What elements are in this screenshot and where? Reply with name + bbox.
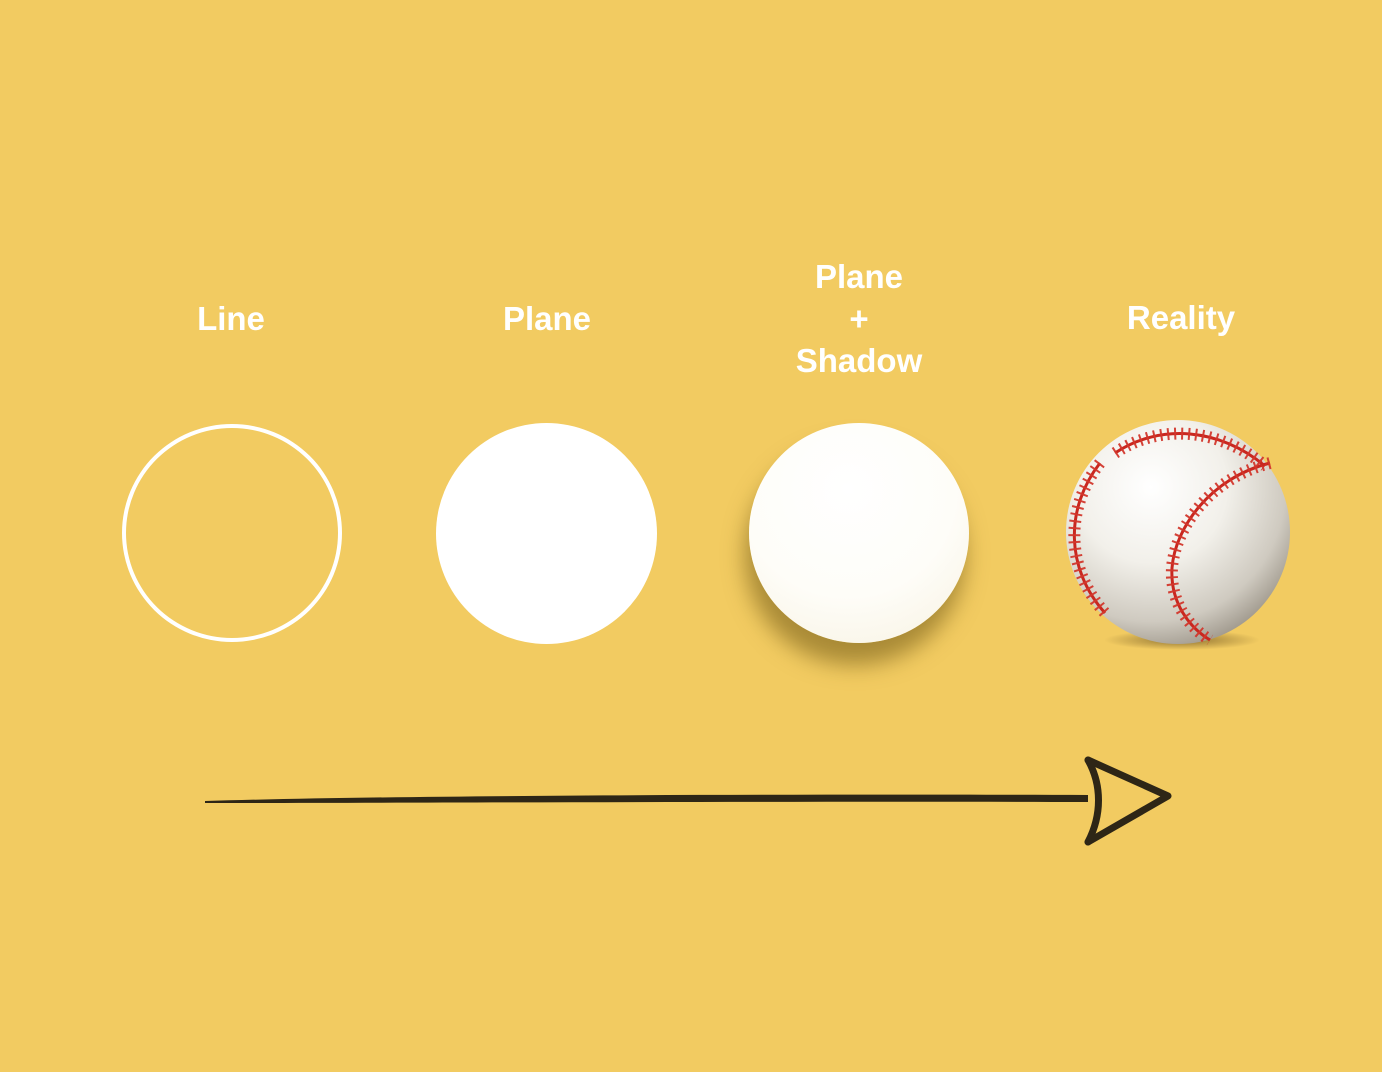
stage-label-plane-shadow-line-3: Shadow [795,342,923,379]
line-circle [122,424,342,642]
baseball-icon [1066,420,1290,650]
stage-label-reality: Reality [1126,299,1236,336]
stage-label-plane-shadow: Plane + Shadow [709,256,1009,382]
arrow-right-icon [205,756,1172,846]
plane-circle [436,423,657,644]
stage-label-plane-shadow-line-1: Plane [814,258,904,295]
plane-shadow-circle [749,423,969,643]
stage-label-plane-shadow-line-2: + [849,300,869,337]
stage-label-plane: Plane [502,300,592,337]
stage-label-line: Line [197,300,265,337]
